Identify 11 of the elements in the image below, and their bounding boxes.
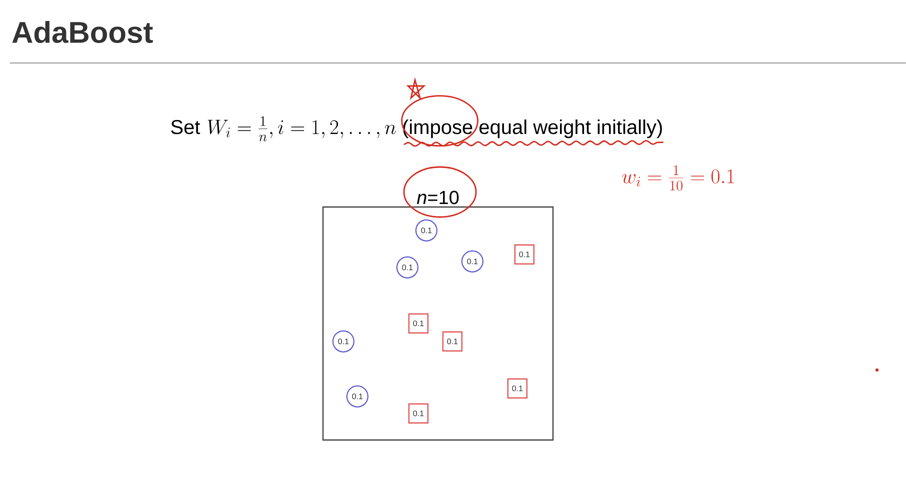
formula: $W_i = \frac{1}{n}, i = 1,2, \ldots, n$ [208,116,396,142]
weight-square: 0.1 [514,244,534,264]
title: AdaBoost [12,20,153,44]
weight-square: 0.1 [408,313,428,334]
handwritten-note: $w_i = \frac{1}{10} = 0.1$ [622,165,734,191]
weight-square: 0.1 [442,331,462,352]
weight-square: 0.1 [507,378,528,398]
weight-square: 0.1 [408,403,428,424]
node-label: n=10 [416,190,459,204]
formula-text: (impose equal weight initially) [403,120,662,138]
formula-text: Set [171,120,200,134]
